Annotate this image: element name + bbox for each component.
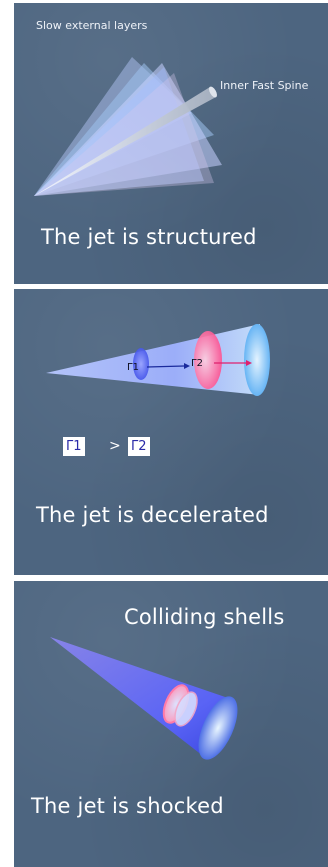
caption-structured: The jet is structured bbox=[41, 225, 257, 249]
gamma2-box: Γ2 bbox=[128, 437, 150, 456]
gamma1-cone-label: Γ1 bbox=[127, 362, 139, 373]
structured-jet-diagram bbox=[34, 57, 222, 196]
shell-gamma1 bbox=[133, 348, 149, 380]
inner-spine bbox=[34, 86, 217, 196]
panel-decelerated-jet: Γ1 Γ2 Γ1 > Γ2 The jet is decelerated bbox=[14, 289, 328, 575]
spine-label: Inner Fast Spine bbox=[220, 79, 309, 92]
decelerated-jet-diagram bbox=[46, 324, 270, 396]
shell-gamma2 bbox=[194, 331, 222, 389]
gamma1-box: Γ1 bbox=[63, 437, 85, 456]
colliding-shells-title: Colliding shells bbox=[124, 605, 285, 629]
cone-mouth bbox=[244, 324, 270, 396]
arrow-gamma1 bbox=[146, 365, 185, 368]
decelerated-cone bbox=[46, 324, 270, 396]
outer-layers-cone bbox=[34, 57, 222, 196]
shocked-cone bbox=[50, 637, 238, 760]
greater-than-sign: > bbox=[109, 438, 121, 454]
shocked-jet-diagram bbox=[50, 637, 238, 760]
panel-shocked-jet: Colliding shells The jet is shocked bbox=[14, 581, 328, 867]
outer-layers-label: Slow external layers bbox=[36, 19, 148, 32]
caption-shocked: The jet is shocked bbox=[31, 794, 224, 818]
panel-structured-jet: Slow external layers Inner Fast Spine Th… bbox=[14, 3, 328, 284]
colliding-shell-back bbox=[174, 691, 198, 727]
gamma2-cone-label: Γ2 bbox=[191, 358, 203, 369]
caption-decelerated: The jet is decelerated bbox=[36, 503, 269, 527]
